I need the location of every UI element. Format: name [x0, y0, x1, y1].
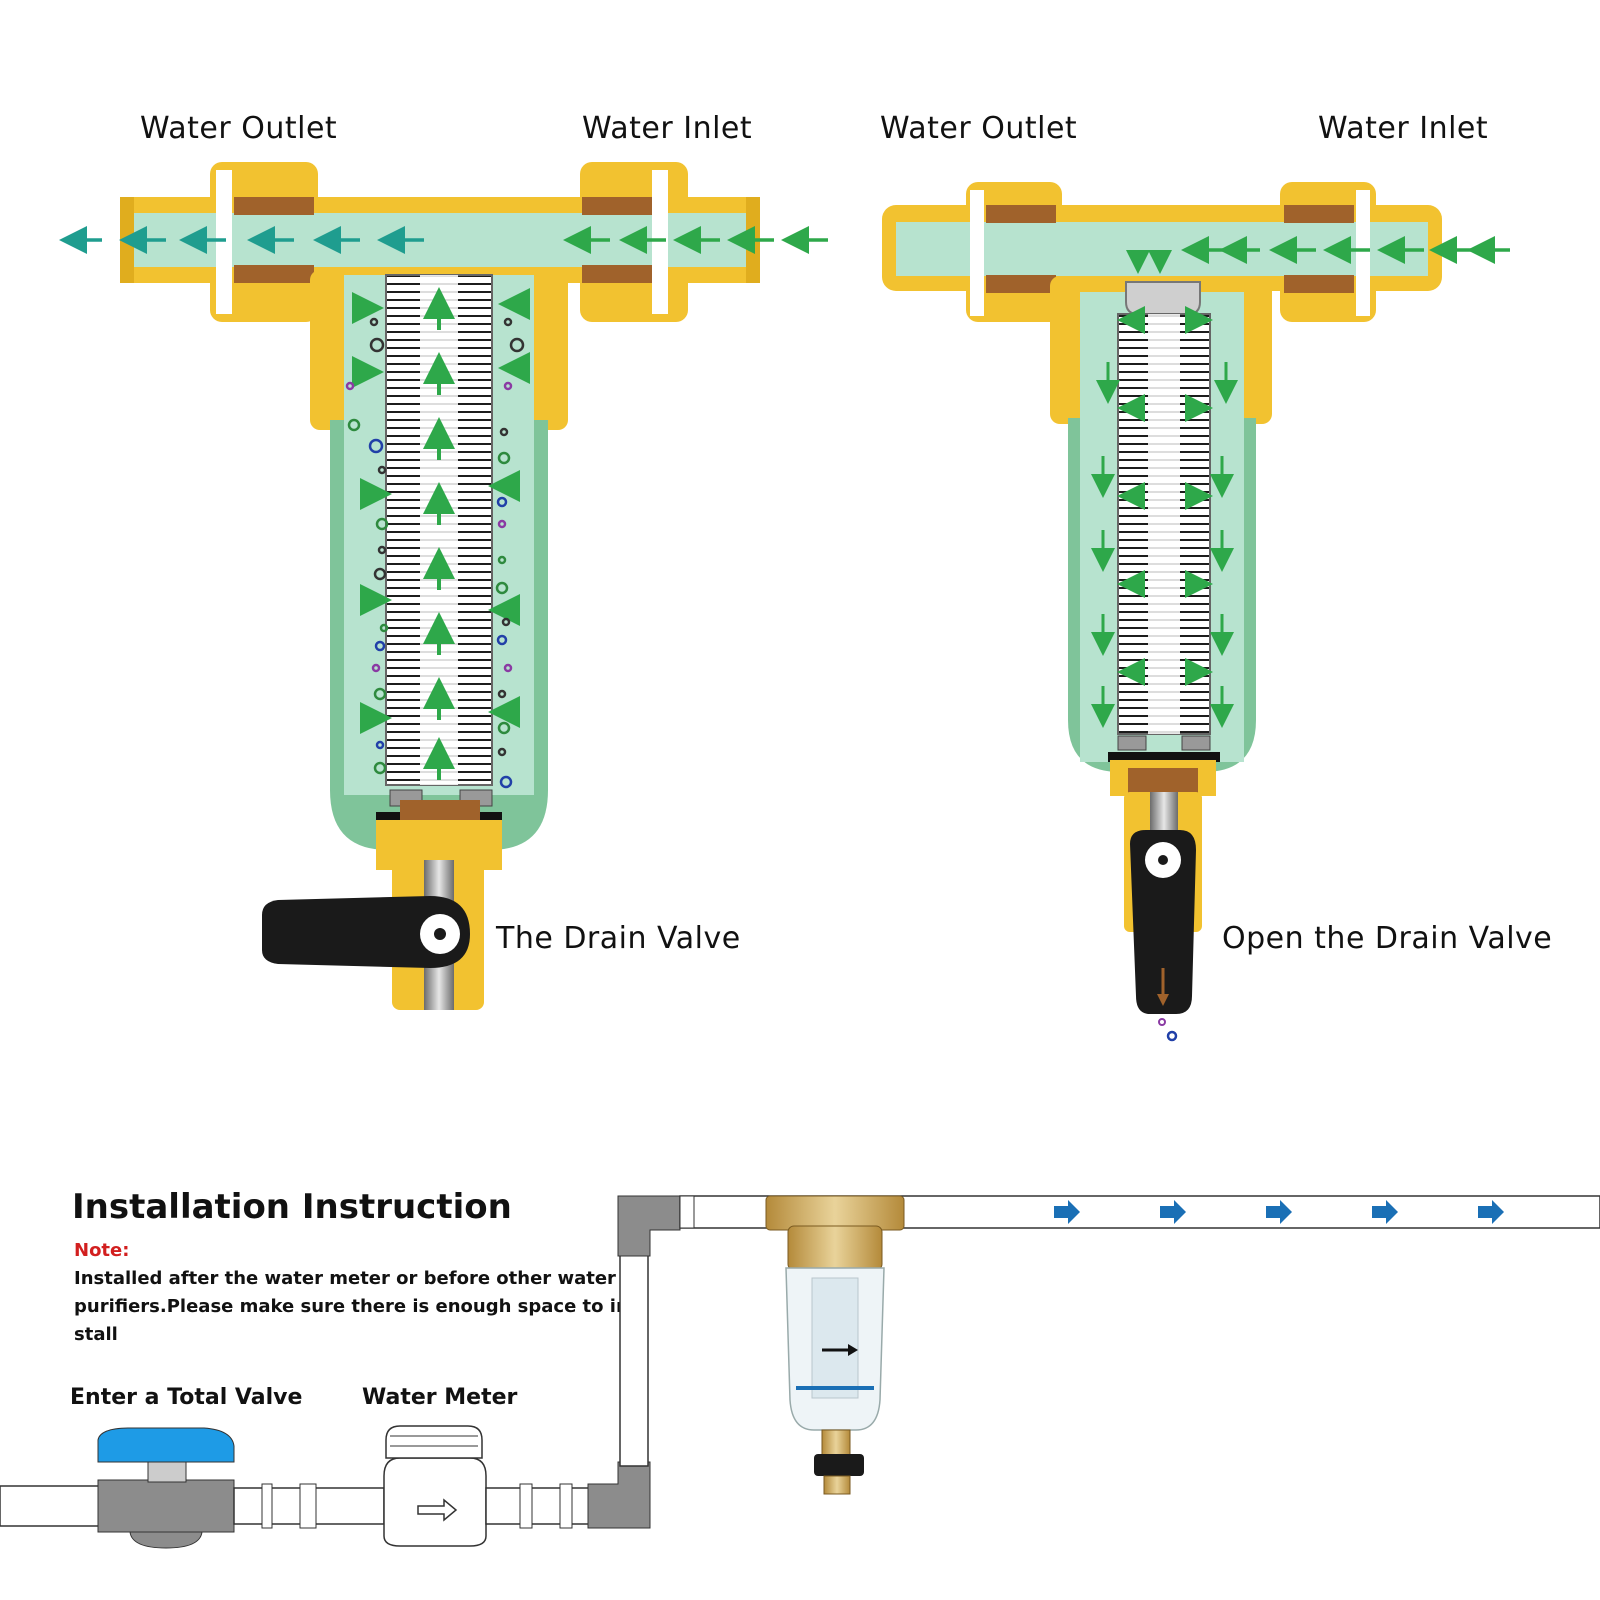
right-downflow-arrows — [1091, 250, 1238, 728]
left-side-arrows — [352, 288, 530, 734]
inlet-pipe — [0, 1485, 101, 1527]
note-label: Note: — [74, 1240, 129, 1261]
installation-title: Installation Instruction — [72, 1187, 512, 1227]
total-valve-body — [97, 1479, 235, 1533]
note-line-1: Installed after the water meter or befor… — [74, 1268, 616, 1289]
right-outward-arrows — [1117, 306, 1213, 686]
left-sediment-particles — [345, 317, 525, 789]
left-drain-valve-handle — [262, 896, 470, 968]
total-valve-handle[interactable] — [97, 1427, 235, 1463]
installation-section: Installation Instruction Note: Installed… — [0, 1187, 1600, 1549]
water-meter — [383, 1457, 487, 1547]
right-valve-label: Open the Drain Valve — [1222, 921, 1552, 956]
pipe-flow-arrows — [1054, 1200, 1504, 1224]
vertical-pipe — [619, 1229, 649, 1467]
left-valve-label: The Drain Valve — [495, 921, 741, 956]
left-inlet-label: Water Inlet — [582, 111, 752, 146]
left-outlet-label: Water Outlet — [140, 111, 337, 146]
right-filter-cap — [1125, 281, 1201, 315]
meter-arrow-icon — [417, 1498, 458, 1522]
water-meter-label: Water Meter — [362, 1385, 518, 1410]
installed-filter — [765, 1195, 905, 1495]
right-outlet-label: Water Outlet — [880, 111, 1077, 146]
total-valve-label: Enter a Total Valve — [70, 1385, 302, 1410]
right-drain-valve-handle — [1130, 830, 1196, 1014]
left-filter-diagram: Water Outlet Water Inlet The Drain Valve — [59, 111, 828, 1010]
right-filter-diagram: Water Outlet Water Inlet Open the Drain … — [880, 111, 1552, 1042]
note-line-3: stall — [74, 1324, 118, 1345]
note-line-2: purifiers.Please make sure there is enou… — [74, 1296, 636, 1317]
right-inlet-label: Water Inlet — [1318, 111, 1488, 146]
